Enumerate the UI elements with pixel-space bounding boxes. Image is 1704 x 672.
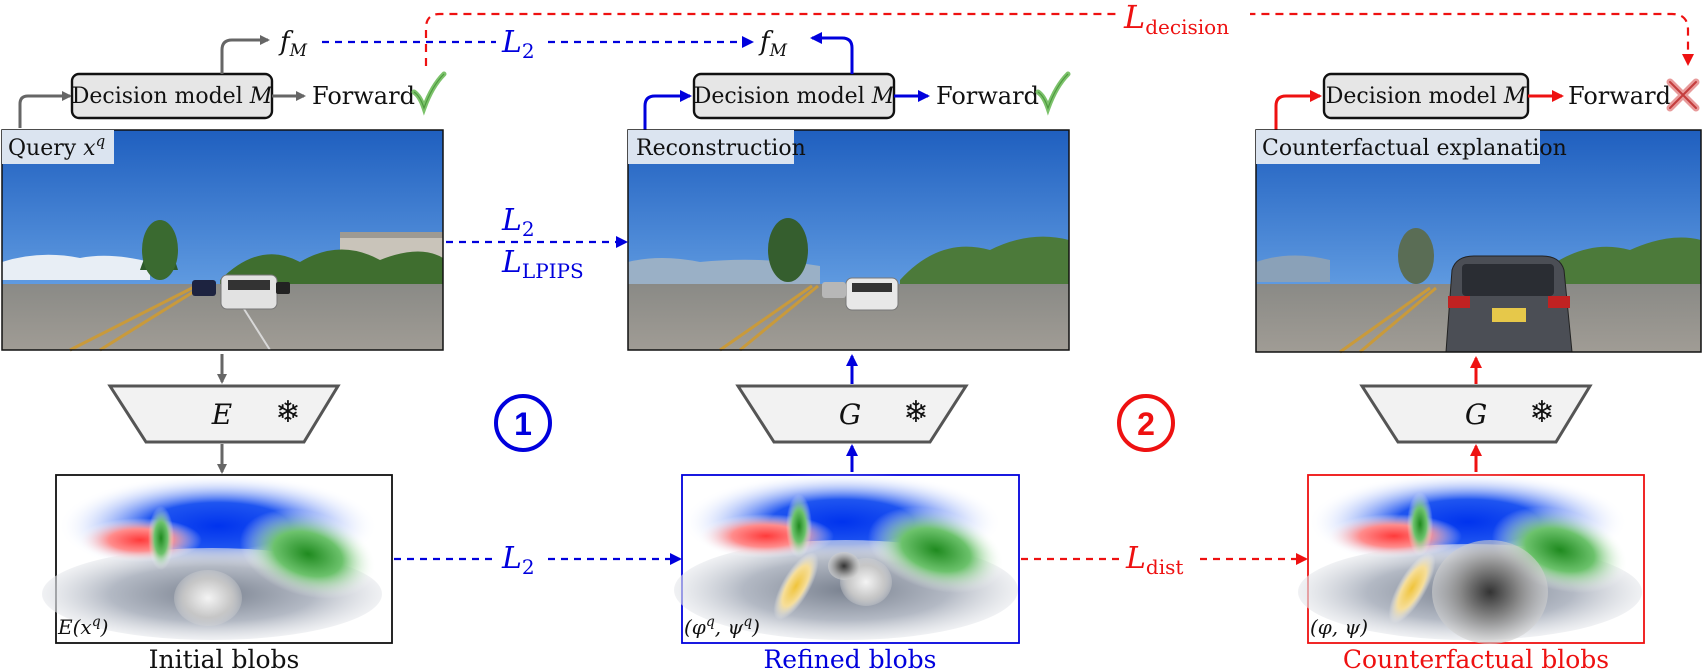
l2-mid-label: L2 — [501, 203, 535, 241]
encoder-symbol: E — [211, 398, 232, 431]
check-icon — [411, 71, 447, 116]
step-1-number: 1 — [514, 406, 532, 442]
lpips-label: LLPIPS — [501, 245, 584, 283]
generator-module-2 — [1359, 384, 1593, 444]
query-to-model-arrow — [18, 91, 72, 128]
decision-loss-arrow — [424, 12, 1694, 66]
fm-left-label: fM — [278, 27, 308, 61]
l2-top-label: L2 — [501, 25, 535, 63]
decision-model-label-2: Decision model M — [694, 84, 895, 109]
encoder-module — [107, 384, 341, 444]
generator-module-1 — [735, 384, 969, 444]
query-tag-bg — [2, 130, 114, 164]
query-image-frame — [1, 129, 444, 351]
reconstruction-tag-bg — [628, 130, 794, 164]
counterfactual-image — [1256, 130, 1701, 354]
decision-model-label-1: Decision model M — [72, 84, 273, 109]
counterfactual-blobs-caption: Counterfactual blobs — [1343, 645, 1609, 672]
decision-loss-label: Ldecision — [1123, 0, 1229, 39]
counterfactual-tag-bg — [1256, 130, 1540, 164]
query-tag: Query xq — [8, 132, 105, 161]
query-image — [2, 130, 443, 352]
cf-to-model-arrow — [1274, 90, 1322, 130]
forward-label-3: Forward — [1568, 82, 1671, 110]
check-icon — [1035, 71, 1071, 116]
model1-fm-arrow — [220, 35, 270, 74]
forward-label-1: Forward — [312, 82, 415, 110]
reconstruction-tag: Reconstruction — [636, 136, 806, 161]
model2-fm-arrow — [810, 32, 854, 74]
initial-blobs-caption: Initial blobs — [149, 645, 300, 672]
reconstruction-image — [628, 130, 1069, 352]
forward-label-2: Forward — [936, 82, 1039, 110]
initial-blobs-panel — [42, 474, 393, 644]
snowflake-icon: ❄ — [275, 395, 300, 430]
fm-right-label: fM — [758, 27, 788, 61]
refined-blobs-corner-label: (φq, ψq) — [684, 614, 760, 639]
step-2-circle — [1117, 394, 1175, 452]
counterfactual-blobs-corner-label: (φ, ψ) — [1310, 615, 1368, 639]
decision-loss-label-bg — [1118, 2, 1250, 32]
generator-symbol-2: G — [1465, 398, 1487, 431]
reconstruction-image-frame — [627, 129, 1070, 351]
counterfactual-blobs-panel — [1298, 472, 1645, 644]
l2-bottom-label: L2 — [501, 541, 535, 579]
dist-loss-label: Ldist — [1125, 541, 1183, 579]
counterfactual-tag: Counterfactual explanation — [1262, 136, 1567, 161]
cross-icon — [1666, 78, 1700, 112]
step-1-circle — [494, 394, 552, 452]
refined-blobs-caption: Refined blobs — [763, 645, 936, 672]
snowflake-icon: ❄ — [1529, 395, 1554, 430]
recon-to-model-arrow — [643, 90, 692, 130]
refined-blobs-panel — [674, 472, 1020, 644]
decision-model-label-3: Decision model M — [1326, 84, 1527, 109]
initial-blobs-corner-label: E(xq) — [57, 614, 108, 639]
step-2-number: 2 — [1137, 406, 1155, 442]
generator-symbol-1: G — [839, 398, 861, 431]
snowflake-icon: ❄ — [903, 395, 928, 430]
